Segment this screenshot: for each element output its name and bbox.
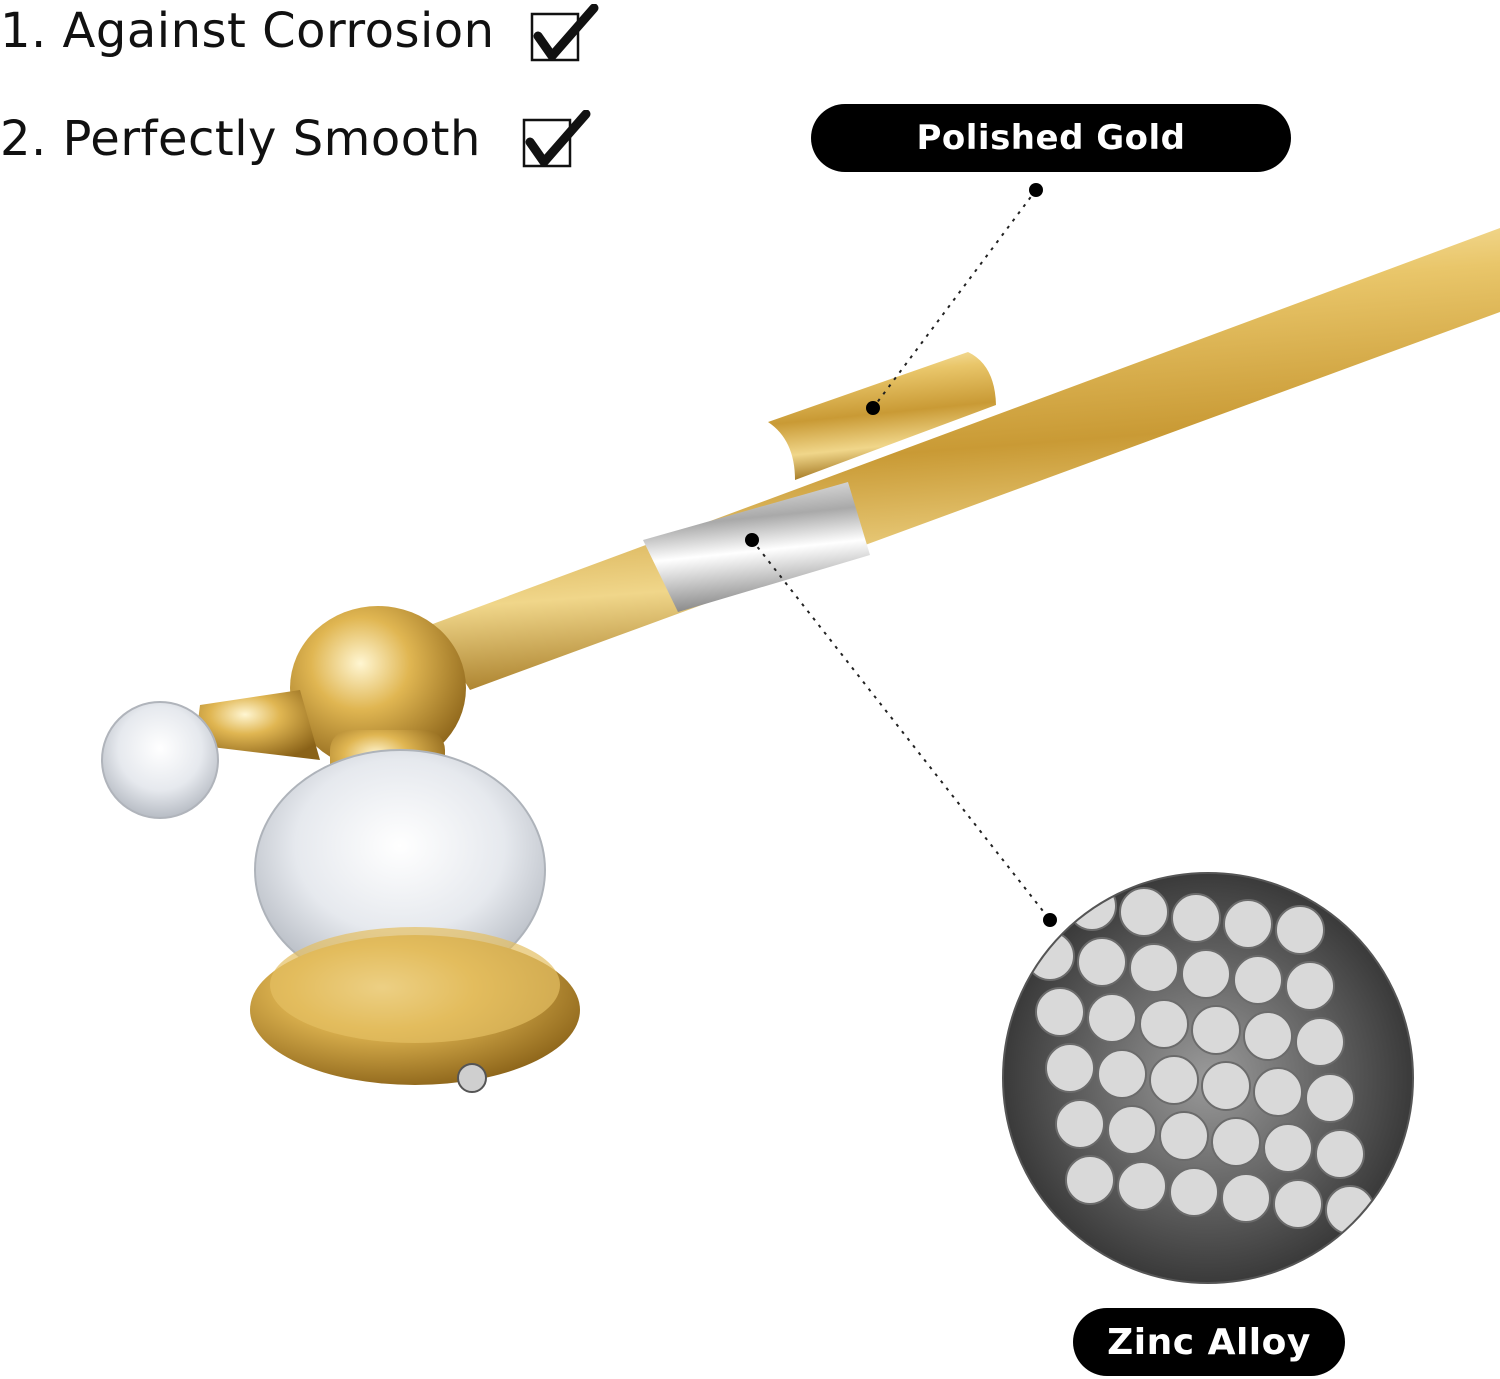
- leader-dot: [745, 533, 759, 547]
- rod-end: [1107, 1105, 1157, 1155]
- end-cap-taper: [195, 690, 320, 760]
- checkbox-icon: [522, 110, 591, 168]
- polished-shell-sample: [768, 352, 996, 480]
- rod-end: [1065, 1155, 1115, 1205]
- rod-end: [1201, 1061, 1251, 1111]
- leader-dot: [1043, 913, 1057, 927]
- rod-end: [1171, 893, 1221, 943]
- gold-rod: [430, 228, 1500, 690]
- rod-end: [1181, 949, 1231, 999]
- feature-item: 1. Against Corrosion: [0, 2, 495, 60]
- rod-end: [1191, 1005, 1241, 1055]
- set-screw: [457, 1063, 487, 1093]
- rod-end: [1045, 1043, 1095, 1093]
- rod-end: [1295, 1017, 1345, 1067]
- leader-line-material: [751, 539, 1051, 921]
- rod-end: [1129, 943, 1179, 993]
- rod-end: [1315, 1129, 1365, 1179]
- rod-end: [1263, 1123, 1313, 1173]
- rod-end: [1305, 1073, 1355, 1123]
- rod-end: [1159, 1111, 1209, 1161]
- rod-end: [1243, 1011, 1293, 1061]
- rod-end: [1221, 1173, 1271, 1223]
- finish-label: Polished Gold: [811, 104, 1291, 172]
- rod-end: [1273, 1179, 1323, 1229]
- leader-dot: [1029, 183, 1043, 197]
- rod-end: [1275, 905, 1325, 955]
- bracket-ball: [290, 606, 466, 770]
- material-label-text: Zinc Alloy: [1107, 1321, 1311, 1363]
- feature-label: 1. Against Corrosion: [0, 3, 495, 59]
- rod-end: [1285, 961, 1335, 1011]
- rod-end: [1139, 999, 1189, 1049]
- rod-end: [1211, 1117, 1261, 1167]
- material-label: Zinc Alloy: [1073, 1308, 1345, 1376]
- end-crystal: [101, 701, 219, 819]
- checkbox-icon: [530, 4, 599, 62]
- rod-end: [1223, 899, 1273, 949]
- rod-end: [1015, 875, 1065, 925]
- rod-end: [1097, 1049, 1147, 1099]
- rod-end: [1087, 993, 1137, 1043]
- rod-end: [1119, 887, 1169, 937]
- feature-label: 2. Perfectly Smooth: [0, 111, 481, 167]
- feature-item: 2. Perfectly Smooth: [0, 110, 481, 168]
- rod-end: [1169, 1167, 1219, 1217]
- finish-label-text: Polished Gold: [916, 118, 1186, 158]
- rod-end: [1117, 1161, 1167, 1211]
- chrome-sleeve: [643, 482, 870, 612]
- rod-end: [1233, 955, 1283, 1005]
- leader-line-finish: [872, 189, 1037, 409]
- rod-end: [1077, 937, 1127, 987]
- leader-dot: [866, 401, 880, 415]
- rod-end: [1055, 1099, 1105, 1149]
- rod-end: [1035, 987, 1085, 1037]
- rod-end: [1253, 1067, 1303, 1117]
- rod-end: [1149, 1055, 1199, 1105]
